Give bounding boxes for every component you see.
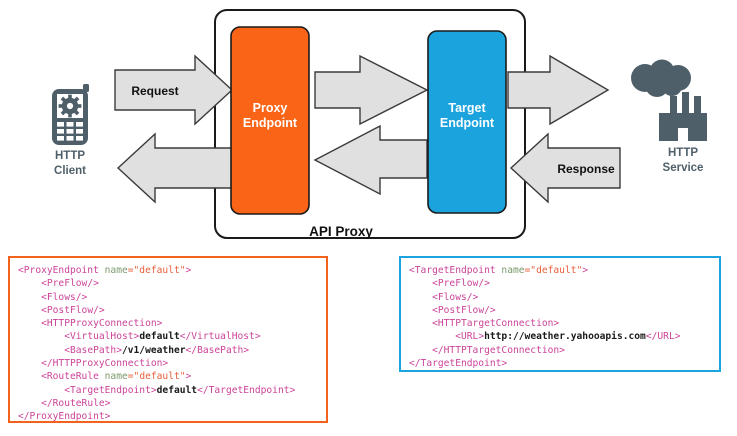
code-token-plain (18, 278, 41, 289)
code-token-val: ="default" (127, 265, 186, 276)
code-token-tag: </ProxyEndpoint> (18, 411, 111, 423)
code-token-tag: <PostFlow/> (41, 304, 105, 316)
code-token-tag: </TargetEndpoint> (197, 384, 296, 396)
code-token-tag: <HTTPProxyConnection> (41, 318, 163, 330)
code-line: <BasePath>/v1/weather</BasePath> (18, 344, 318, 357)
code-line: <TargetEndpoint name="default"> (409, 264, 711, 277)
code-line: <HTTPTargetConnection> (409, 317, 711, 330)
code-token-tag: <PreFlow/> (432, 278, 490, 290)
code-token-tag: </HTTPTargetConnection> (432, 344, 565, 356)
code-line: <Flows/> (409, 291, 711, 304)
http-client-label-line1: HTTP (55, 150, 85, 162)
code-line: <HTTPProxyConnection> (18, 317, 318, 330)
code-token-plain (409, 331, 455, 342)
code-token-plain (18, 358, 41, 369)
proxy-endpoint-label-line1: Proxy (253, 101, 288, 115)
arrow-response (509, 132, 621, 204)
code-line: <ProxyEndpoint name="default"> (18, 264, 318, 277)
code-token-tag: <PostFlow/> (432, 304, 496, 316)
code-line: </HTTPTargetConnection> (409, 344, 711, 357)
code-token-tag: </URL> (645, 331, 681, 343)
code-token-tag: <Flows/> (432, 291, 479, 303)
code-token-tag: </TargetEndpoint> (409, 358, 508, 370)
factory-cloud-icon (631, 59, 707, 141)
code-token-tag: <PreFlow/> (41, 278, 99, 290)
arrow-request (114, 54, 234, 126)
code-line: </TargetEndpoint> (409, 357, 711, 370)
proxy-endpoint-xml-panel[interactable]: <ProxyEndpoint name="default"> <PreFlow/… (8, 256, 328, 423)
code-token-val: ="default" (127, 371, 186, 383)
code-token-tag: > (185, 371, 192, 383)
arrow-target-to-proxy (313, 124, 428, 196)
code-token-tag: <BasePath> (64, 344, 122, 356)
response-arrow-label: Response (557, 162, 615, 176)
target-endpoint-label-line2: Endpoint (440, 116, 495, 130)
code-line: <URL>http://weather.yahooapis.com</URL> (409, 330, 711, 343)
code-token-plain (18, 305, 41, 316)
arrow-response-to-client (116, 132, 236, 204)
api-proxy-diagram: Proxy Endpoint Target Endpoint API Proxy… (52, 9, 707, 239)
code-token-tag: <HTTPTargetConnection> (432, 318, 560, 330)
http-service-label-line2: Service (663, 162, 704, 174)
code-token-attr: name (104, 371, 128, 383)
code-line: </RouteRule> (18, 397, 318, 410)
proxy-endpoint-label-line2: Endpoint (243, 116, 298, 130)
code-token-plain (409, 345, 432, 356)
code-token-tag: <RouteRule (41, 371, 105, 383)
code-token-tag: </HTTPProxyConnection> (41, 358, 169, 370)
code-token-tag: <URL> (455, 331, 485, 343)
code-line: <Flows/> (18, 291, 318, 304)
code-token-plain (18, 331, 64, 342)
code-token-plain (409, 292, 432, 303)
code-token-txt: /v1/weather (121, 344, 186, 356)
code-token-plain (18, 345, 64, 356)
api-proxy-label: API Proxy (309, 224, 373, 239)
code-line: </ProxyEndpoint> (18, 410, 318, 423)
target-endpoint-box[interactable] (427, 30, 507, 214)
code-token-plain (409, 318, 432, 329)
code-token-attr: name (104, 265, 128, 276)
code-token-plain (18, 371, 41, 382)
code-token-plain (409, 305, 432, 316)
arrow-proxy-to-target (314, 54, 429, 126)
code-token-plain (409, 278, 432, 289)
request-arrow-label: Request (131, 84, 178, 98)
code-token-plain (18, 385, 64, 396)
code-token-tag: </RouteRule> (41, 397, 111, 409)
code-token-tag: </BasePath> (185, 344, 250, 356)
code-token-txt: default (156, 384, 198, 396)
code-token-tag: > (582, 265, 589, 276)
code-token-tag: <Flows/> (41, 291, 88, 303)
code-token-tag: <TargetEndpoint> (64, 384, 157, 396)
arrow-target-to-service (507, 54, 610, 126)
code-token-tag: </VirtualHost> (179, 331, 261, 343)
code-token-tag: <ProxyEndpoint (18, 265, 105, 276)
code-line: <PreFlow/> (18, 277, 318, 290)
code-token-tag: <VirtualHost> (64, 331, 140, 343)
code-line: <VirtualHost>default</VirtualHost> (18, 330, 318, 343)
code-token-txt: http://weather.yahooapis.com (484, 331, 646, 343)
code-line: <TargetEndpoint>default</TargetEndpoint> (18, 384, 318, 397)
mobile-phone-gear-icon (52, 84, 89, 145)
code-token-tag: <TargetEndpoint (409, 265, 502, 276)
code-line: <RouteRule name="default"> (18, 370, 318, 383)
code-line: </HTTPProxyConnection> (18, 357, 318, 370)
code-token-plain (18, 318, 41, 329)
code-line: <PostFlow/> (409, 304, 711, 317)
http-service-label-line1: HTTP (668, 147, 698, 159)
code-line: <PreFlow/> (409, 277, 711, 290)
code-line: <PostFlow/> (18, 304, 318, 317)
code-token-val: ="default" (524, 265, 583, 276)
code-token-attr: name (501, 265, 525, 276)
code-token-plain (18, 398, 41, 409)
target-endpoint-label-line1: Target (448, 101, 486, 115)
proxy-endpoint-box[interactable] (230, 26, 310, 215)
target-endpoint-xml-panel[interactable]: <TargetEndpoint name="default"> <PreFlow… (399, 256, 721, 372)
http-client-label-line2: Client (54, 165, 86, 177)
code-token-plain (18, 292, 41, 303)
code-token-tag: > (185, 265, 192, 276)
code-token-txt: default (139, 331, 180, 343)
